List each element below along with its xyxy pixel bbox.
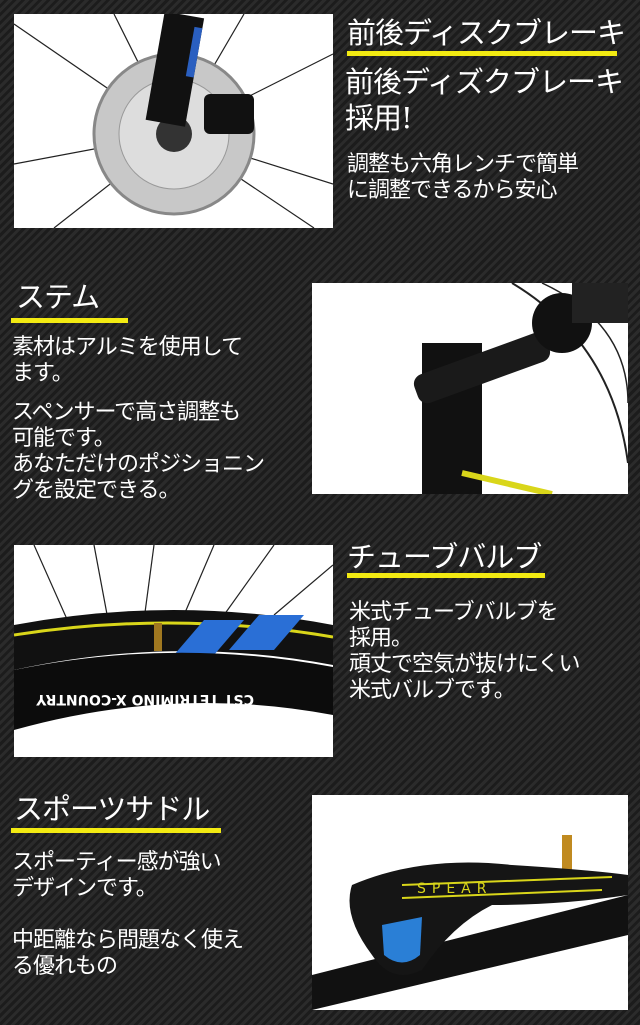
tube-valve-photo: CST TETRIMINO X-COUNTRY — [14, 545, 333, 757]
stem-photo — [312, 283, 628, 494]
disc-brake-headline: 前後ディズクブレーキ 採用! — [345, 65, 624, 135]
saddle-description-use: 中距離なら問題なく使え る優れもの — [12, 928, 244, 979]
stem-illustration — [413, 283, 628, 494]
stem-description-material: 素材はアルミを使用して ます。 — [12, 335, 243, 386]
title-underline — [347, 573, 545, 578]
section-title-saddle: スポーツサドル — [14, 792, 210, 826]
disc-brake-illustration — [14, 14, 333, 228]
tube-valve-description: 米式チューブバルブを 採用。 頑丈で空気が抜けにくい 米式バルブです。 — [349, 600, 581, 703]
saddle-illustration: SPEAR — [312, 835, 628, 1010]
tire-illustration: CST TETRIMINO X-COUNTRY — [14, 545, 333, 730]
section-title-disc-brake: 前後ディスクブレーキ — [347, 16, 626, 50]
title-underline — [11, 828, 221, 833]
title-underline — [11, 318, 128, 323]
saddle-description-design: スポーティー感が強い デザインです。 — [12, 850, 222, 901]
saddle-photo: SPEAR — [312, 795, 628, 1010]
section-title-tube-valve: チューブバルブ — [347, 540, 542, 574]
stem-description-adjust: スペンサーで高さ調整も 可能です。 あなただけのポジショニン グを設定できる。 — [12, 400, 265, 503]
disc-brake-photo — [14, 14, 333, 228]
saddle-brand-text: SPEAR — [417, 881, 492, 897]
disc-brake-description: 調整も六角レンチで簡単 に調整できるから安心 — [347, 152, 579, 203]
section-title-stem: ステム — [16, 280, 100, 314]
title-underline — [347, 51, 617, 56]
tire-brand-text: CST TETRIMINO X-COUNTRY — [35, 691, 254, 707]
